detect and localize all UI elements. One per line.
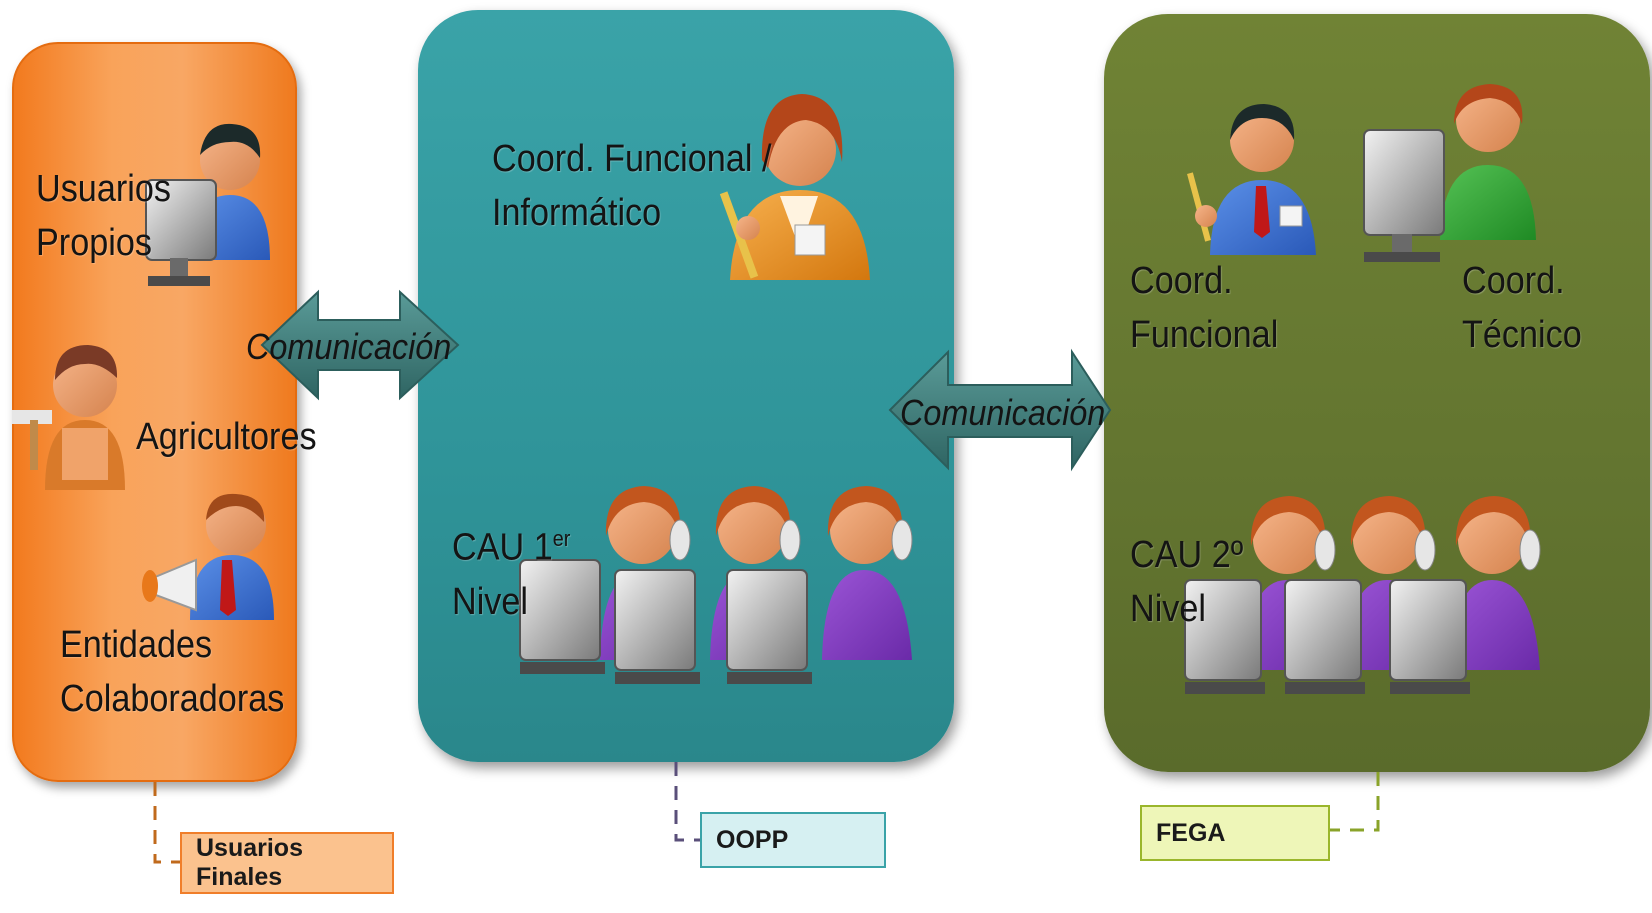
right-communication-label: Comunicación [900, 392, 1106, 433]
fega-call-agents-icon [1184, 496, 1541, 694]
oopp-tag-connector [674, 762, 700, 842]
megaphone-user-icon [142, 493, 274, 620]
fega-coord-funcional-line-2: Funcional [1130, 314, 1279, 356]
coordinator-woman-icon [719, 94, 870, 280]
entidades-label-line-2: Colaboradoras [60, 678, 285, 720]
entidades-label-line-1: Entidades [60, 624, 213, 666]
usuarios-label-line-2: Propios [36, 222, 152, 264]
left-communication-arrow [260, 289, 460, 401]
right-communication-arrow [888, 348, 1112, 472]
oopp-coord-label-line-2: Informático [492, 192, 662, 234]
cau-1-line-1: CAU 1er [452, 526, 571, 569]
fega-tag: FEGA [1140, 805, 1330, 861]
cau-2-label: CAU 2º Nivel [1130, 528, 1243, 636]
fega-coord-funcional-line-1: Coord. [1130, 260, 1233, 302]
oopp-call-agents-icon [519, 486, 913, 684]
cau-2-line-2: Nivel [1130, 588, 1207, 630]
usuarios-propios-label: Usuarios Propios [36, 162, 171, 270]
usuarios-label-line-1: Usuarios [36, 168, 171, 210]
fega-coord-tecnico-line-1: Coord. [1462, 260, 1565, 302]
entidades-label: Entidades Colaboradoras [60, 618, 284, 726]
fega-coord-tecnico-label: Coord. Técnico [1462, 254, 1582, 362]
farmer-icon [12, 345, 125, 490]
user-at-computer-icon [145, 123, 270, 286]
oopp-tag: OOPP [700, 812, 886, 868]
cau-1-line-2: Nivel [452, 580, 529, 623]
oopp-coord-label: Coord. Funcional / Informático [492, 132, 771, 240]
left-communication-label: Comunicación [246, 326, 452, 367]
technician-icon [1363, 84, 1536, 262]
usuarios-finales-tag: Usuarios Finales [180, 832, 394, 894]
cau-1-label: CAU 1er Nivel [452, 512, 570, 629]
usuarios-tag-connector [153, 782, 180, 864]
fega-coord-tecnico-line-2: Técnico [1462, 314, 1582, 356]
oopp-coord-label-line-1: Coord. Funcional / [492, 138, 772, 180]
fega-tag-connector [1330, 772, 1380, 832]
cau-2-line-1: CAU 2º [1130, 534, 1244, 576]
coordinator-man-icon [1187, 104, 1316, 255]
fega-coord-funcional-label: Coord. Funcional [1130, 254, 1278, 362]
agricultores-label: Agricultores [136, 416, 317, 458]
